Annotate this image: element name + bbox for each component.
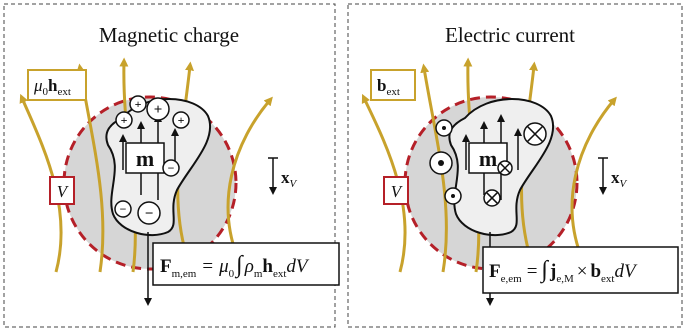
formula-lhs: F — [489, 261, 501, 282]
current-out-dot — [442, 126, 446, 130]
formula-times: × — [577, 261, 588, 282]
formula-integral: ∫ — [234, 252, 244, 279]
moment-box — [125, 142, 165, 174]
panel-frame — [3, 3, 336, 328]
positive-charge-sign: + — [178, 113, 185, 127]
formula-rho: ρ — [244, 256, 254, 277]
formula-field-subscript: ext — [601, 273, 614, 285]
formula-j-subscript: e,M — [556, 273, 574, 285]
volume-label-box — [383, 176, 409, 205]
current-in-cross — [526, 125, 544, 143]
mu-subscript: 0 — [43, 86, 49, 98]
field-subscript: ext — [386, 86, 399, 98]
formula-mu: μ — [218, 256, 229, 277]
positive-charge — [146, 97, 170, 121]
current-out-dot — [438, 160, 444, 166]
axis-label: xV — [611, 168, 628, 190]
formula-dv: dV — [614, 261, 638, 282]
positive-charge — [115, 111, 133, 129]
volume-label: V — [57, 182, 70, 201]
positive-charge — [172, 111, 190, 129]
negative-charge — [137, 201, 161, 225]
current-out-dot — [451, 194, 455, 198]
moment-label: m — [479, 146, 497, 171]
positive-charge-sign: + — [154, 102, 163, 118]
moment-label: m — [136, 146, 154, 171]
force-formula: Fe,em =∫je,M×bextdV — [489, 257, 638, 285]
panel-title: Magnetic charge — [99, 23, 239, 47]
positive-charge — [129, 95, 147, 113]
formula-field: b — [590, 261, 601, 282]
formula-j: j — [549, 261, 556, 282]
panel-magnetic-charge: Magnetic charge m + + — [3, 3, 340, 328]
charges: + + + + − − − — [114, 95, 190, 225]
formula-rho-subscript: m — [254, 268, 263, 280]
formula-lhs: F — [160, 256, 172, 277]
panel-electric-current: Electric current m — [347, 3, 683, 328]
field-label: bext — [377, 76, 400, 98]
current-in-cross — [485, 191, 499, 205]
negative-charge — [114, 200, 132, 218]
axis-subscript: V — [620, 178, 628, 190]
currents-out-of-page — [429, 119, 462, 205]
currents-into-page — [483, 122, 547, 207]
volume-label-box — [49, 176, 75, 205]
current-in-cross — [499, 162, 511, 174]
force-formula: Fm,em =μ0∫ρmhextdV — [160, 252, 310, 280]
force-formula-box — [482, 246, 679, 294]
formula-field: h — [262, 256, 273, 277]
negative-charge-sign: − — [168, 161, 175, 175]
volume-label: V — [391, 182, 404, 201]
field-subscript: ext — [58, 86, 71, 98]
formula-lhs-subscript: e,em — [501, 273, 523, 285]
negative-charge — [162, 159, 180, 177]
axis-label: xV — [281, 168, 298, 190]
negative-charge-sign: − — [120, 202, 127, 216]
formula-integral: ∫ — [539, 257, 549, 284]
field-symbol: b — [377, 76, 386, 95]
field-label-box — [370, 69, 416, 101]
formula-lhs-subscript: m,em — [172, 268, 197, 280]
mu-symbol: μ — [33, 76, 43, 95]
formula-mu-subscript: 0 — [229, 268, 235, 280]
panel-title: Electric current — [445, 23, 575, 47]
axis-subscript: V — [290, 178, 298, 190]
formula-field-subscript: ext — [273, 268, 286, 280]
axis-symbol: x — [611, 168, 620, 187]
positive-charge-sign: + — [121, 113, 128, 127]
formula-equals: = — [202, 256, 213, 277]
formula-dv: dV — [286, 256, 310, 277]
field-symbol: h — [48, 76, 58, 95]
formula-equals: = — [527, 261, 538, 282]
field-line — [19, 93, 63, 273]
field-line — [361, 93, 407, 273]
negative-charge-sign: − — [145, 206, 154, 222]
force-formula-box — [152, 242, 340, 286]
positive-charge-sign: + — [135, 97, 142, 111]
field-label: μ0hext — [33, 76, 71, 98]
axis-symbol: x — [281, 168, 290, 187]
field-label-box — [27, 69, 87, 101]
